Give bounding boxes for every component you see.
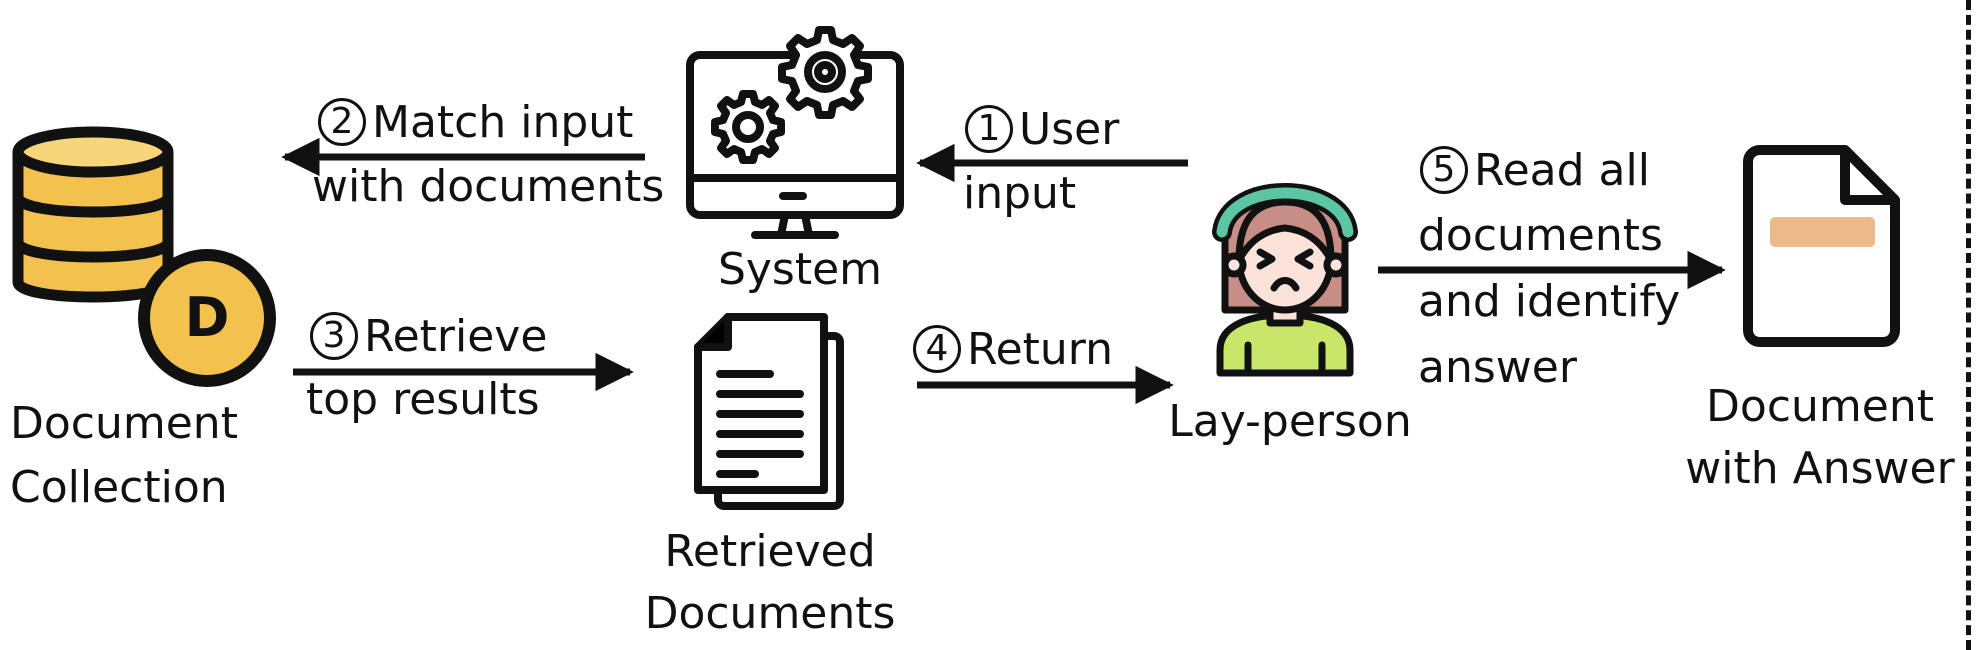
step3-number: 3 <box>310 312 358 360</box>
step3-text: Retrieve <box>364 311 548 362</box>
retrieved-label-line1: Retrieved <box>664 526 876 577</box>
step1-label-line2: input <box>963 168 1077 219</box>
step5-label-line2: documents <box>1418 210 1663 261</box>
badge-letter: D <box>185 286 230 349</box>
computer-gears-icon <box>686 26 904 239</box>
step3-label-line2: top results <box>306 374 540 425</box>
layperson-label: Lay-person <box>1168 396 1412 447</box>
step2-text: Match input <box>372 97 634 148</box>
document-badge-icon: D <box>138 249 276 387</box>
step5-label-line4: answer <box>1418 342 1577 393</box>
step5-number: 5 <box>1420 146 1468 194</box>
step1-text: User <box>1019 104 1120 155</box>
system-label: System <box>717 244 883 295</box>
answer-highlight <box>1770 217 1875 247</box>
retrieved-label-line2: Documents <box>644 588 896 639</box>
step5-label-line3: and identify <box>1418 276 1681 327</box>
step2-label-line2: with documents <box>312 161 665 212</box>
collection-label-line1: Document <box>10 398 238 449</box>
step4-number: 4 <box>913 325 961 373</box>
answer-doc-label-line2: with Answer <box>1685 443 1955 494</box>
database-icon: D <box>12 126 276 387</box>
step5-text: Read all <box>1474 145 1650 196</box>
collection-label-line2: Collection <box>10 462 228 513</box>
step2-number: 2 <box>318 98 366 146</box>
lay-person-icon <box>1212 183 1358 377</box>
step4-text: Return <box>967 324 1114 375</box>
answer-document-icon <box>1743 145 1900 347</box>
step1-number: 1 <box>965 105 1013 153</box>
separator-dashed-line <box>1966 0 1971 650</box>
retrieved-documents-icon <box>694 313 844 510</box>
answer-doc-label-line1: Document <box>1706 381 1934 432</box>
